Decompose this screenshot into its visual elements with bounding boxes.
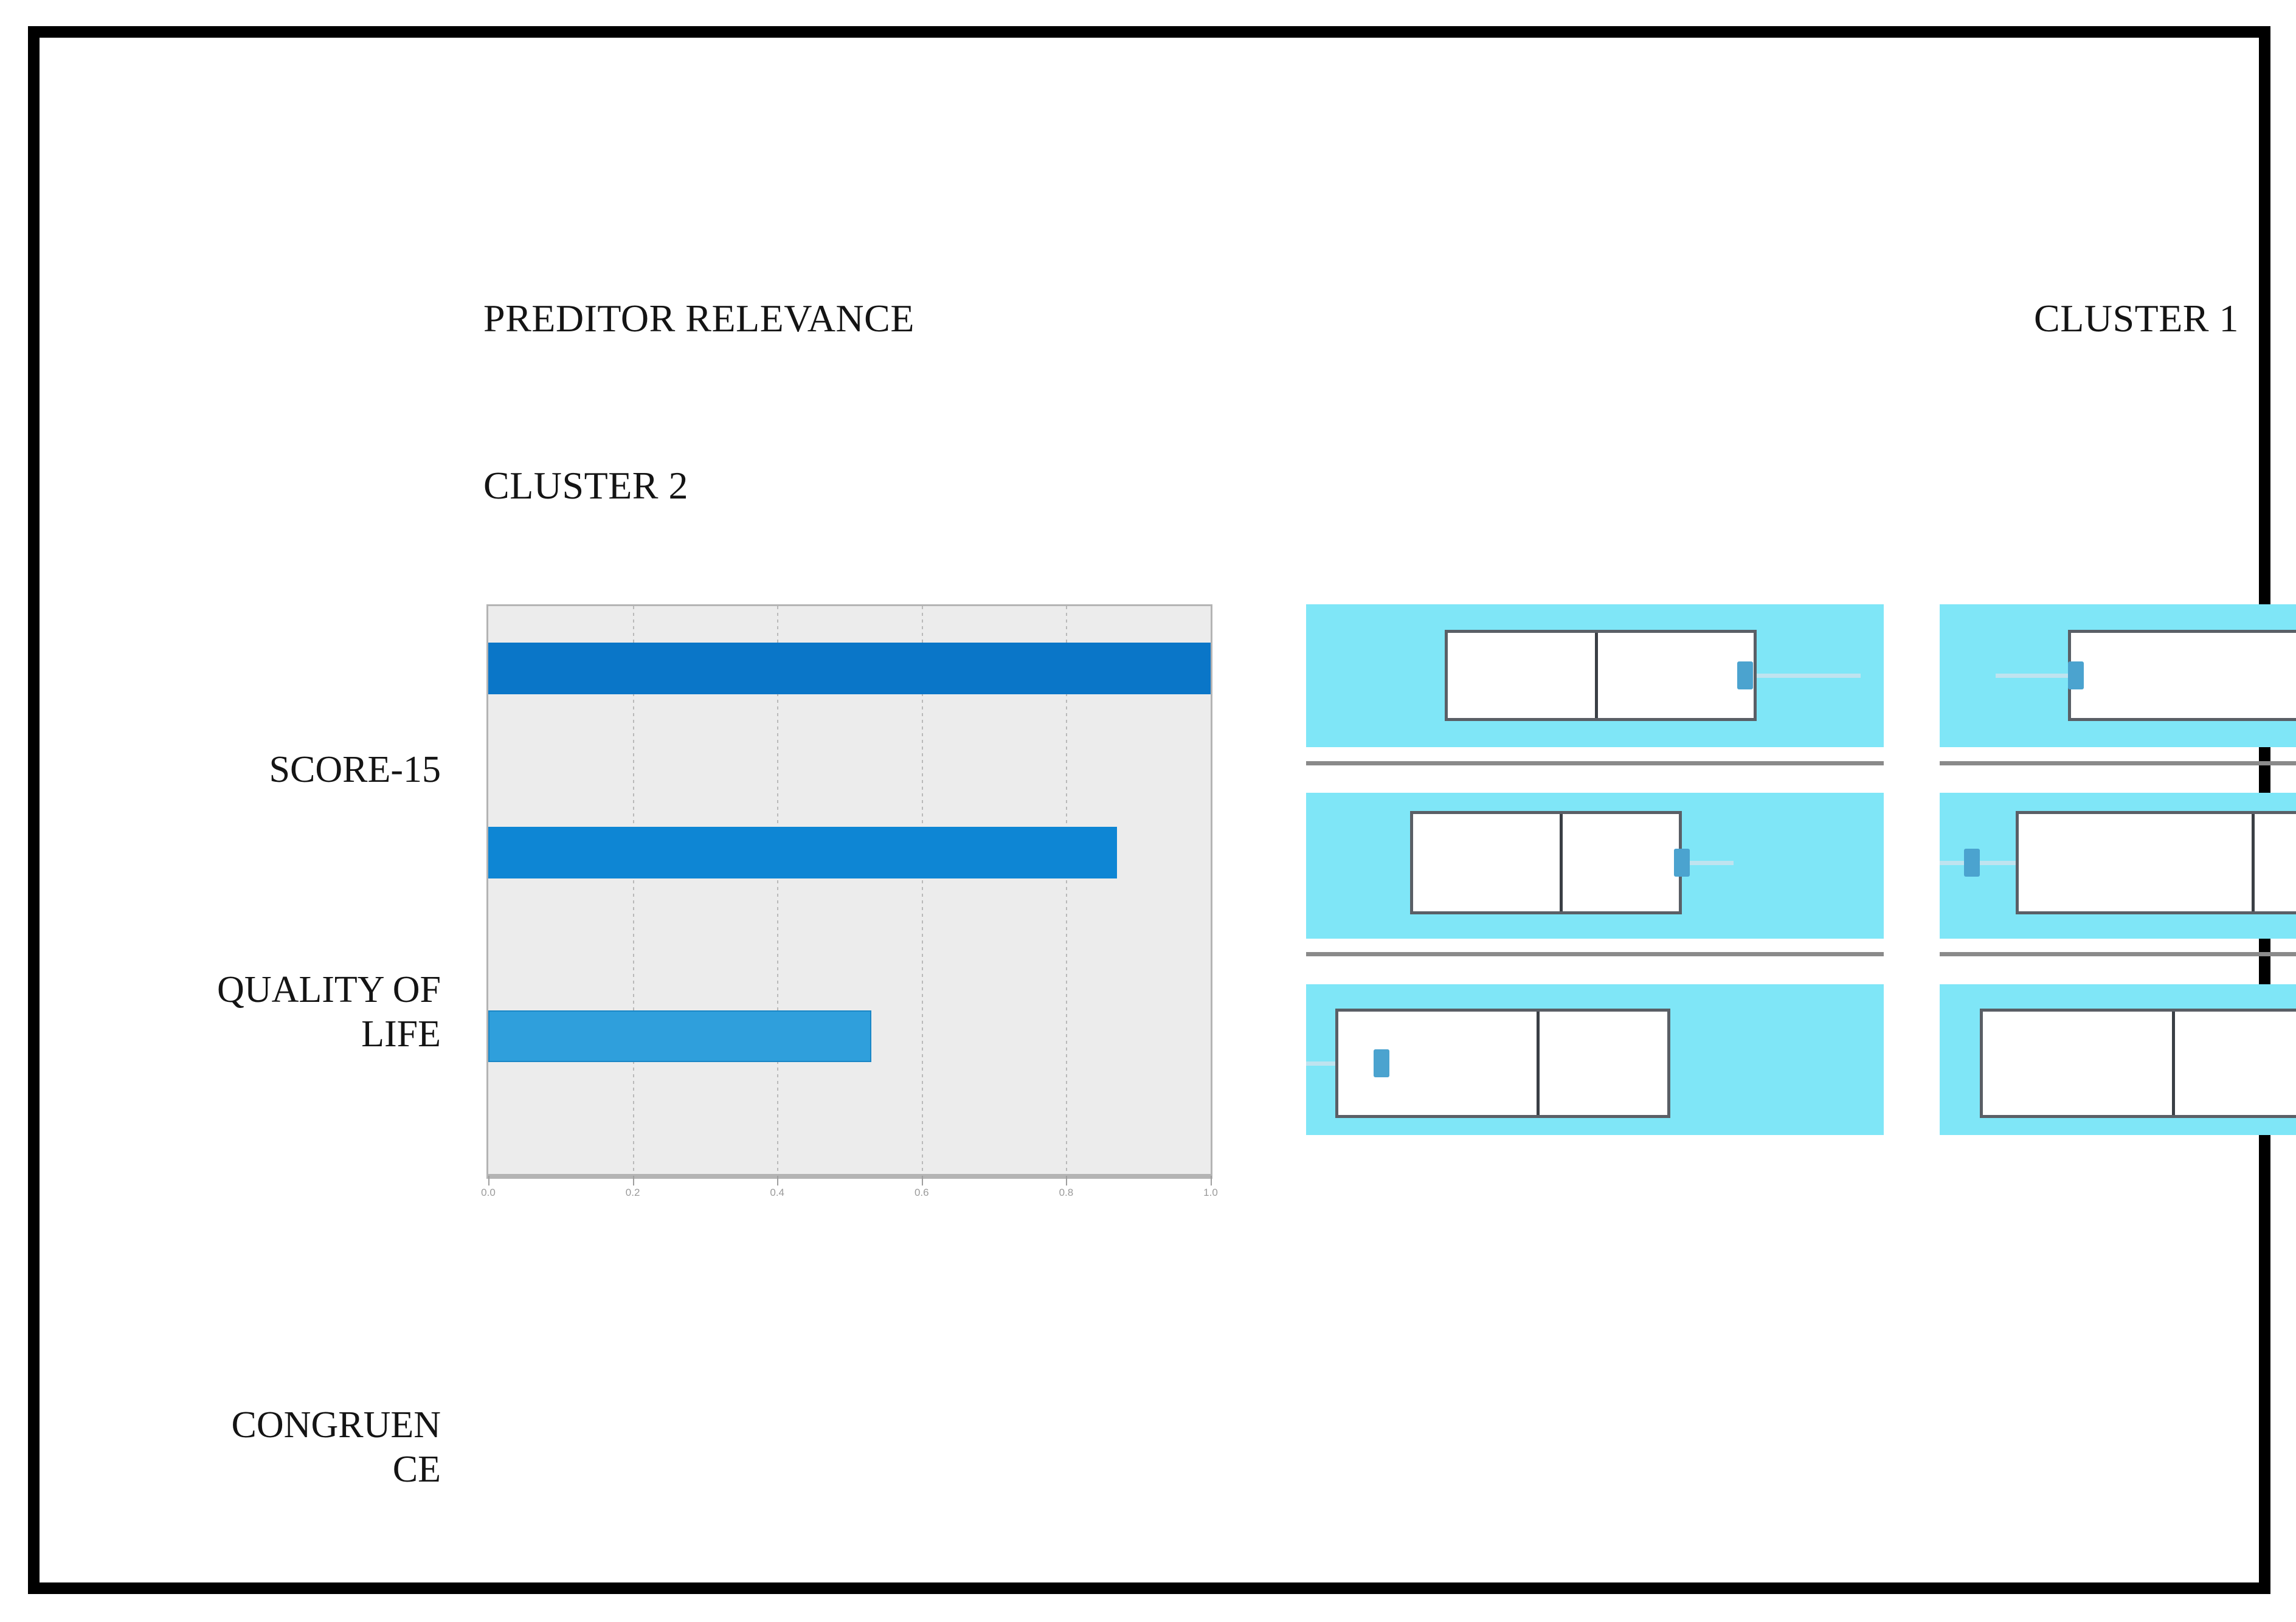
x-axis-tick xyxy=(1066,1176,1068,1185)
boxplot-box xyxy=(1445,630,1757,721)
bar-quality-of-life xyxy=(488,827,1117,878)
category-label-congruence: CONGRUEN CE xyxy=(231,1404,441,1491)
boxplot-box xyxy=(1335,1009,1670,1118)
boxplot-column-cluster-2 xyxy=(1306,604,1884,1182)
x-axis-tick xyxy=(1211,1176,1212,1185)
boxplot-mean-marker xyxy=(1963,849,1980,877)
bar-congruence xyxy=(488,1010,871,1062)
cluster-1-label: CLUSTER 1 xyxy=(2034,297,2239,340)
boxplot-box xyxy=(1980,1009,2296,1118)
x-axis-tick xyxy=(777,1176,779,1185)
boxplot-median-line xyxy=(2172,1012,2176,1115)
boxplot-median-line xyxy=(1595,633,1599,718)
predictor-relevance-title: PREDITOR RELEVANCE xyxy=(483,297,915,340)
boxplot-box xyxy=(1410,811,1682,914)
x-axis-tick xyxy=(632,1176,634,1185)
x-axis-line xyxy=(486,1176,1212,1179)
boxplot-row-divider xyxy=(1306,761,1884,765)
chart-plot-area xyxy=(488,606,1211,1174)
boxplot-mean-marker xyxy=(1673,849,1690,877)
boxplot-median-line xyxy=(1560,814,1563,911)
x-axis-tick xyxy=(921,1176,923,1185)
bar-score-15 xyxy=(488,643,1211,694)
x-axis-tick-label: 0.6 xyxy=(914,1187,929,1198)
boxplot-box xyxy=(2016,811,2296,914)
boxplot-mean-marker xyxy=(1737,661,1753,689)
boxplot-box xyxy=(2068,630,2296,721)
chart-gridline xyxy=(1066,606,1068,1174)
category-label-score-15: SCORE-15 xyxy=(269,749,441,790)
chart-gridline xyxy=(921,606,923,1174)
category-label-quality-of-life: QUALITY OF LIFE xyxy=(217,969,441,1055)
chart-x-axis: 0.0 0.2 0.4 0.6 0.8 1.0 xyxy=(481,1176,1218,1218)
x-axis-tick-label: 0.4 xyxy=(770,1187,785,1198)
boxplot-row-divider xyxy=(1306,952,1884,956)
boxplot-mean-marker xyxy=(1373,1049,1389,1077)
x-axis-tick-label: 0.8 xyxy=(1059,1187,1074,1198)
x-axis-tick-label: 0.2 xyxy=(625,1187,640,1198)
cluster-2-label: CLUSTER 2 xyxy=(483,464,688,507)
boxplot-median-line xyxy=(2251,814,2255,911)
x-axis-tick xyxy=(488,1176,489,1185)
boxplot-mean-marker xyxy=(2068,661,2084,689)
boxplot-median-line xyxy=(1536,1012,1540,1115)
boxplot-row-divider xyxy=(1940,952,2296,956)
boxplot-row-divider xyxy=(1940,761,2296,765)
chart-gridline xyxy=(632,606,634,1174)
chart-gridline xyxy=(777,606,779,1174)
boxplot-column-cluster-1 xyxy=(1940,604,2296,1182)
x-axis-tick-label: 1.0 xyxy=(1203,1187,1218,1198)
predictor-importance-bar-chart xyxy=(486,604,1212,1176)
x-axis-tick-label: 0.0 xyxy=(481,1187,496,1198)
figure-frame: PREDITOR RELEVANCE CLUSTER 2 CLUSTER 1 S… xyxy=(28,26,2296,1594)
